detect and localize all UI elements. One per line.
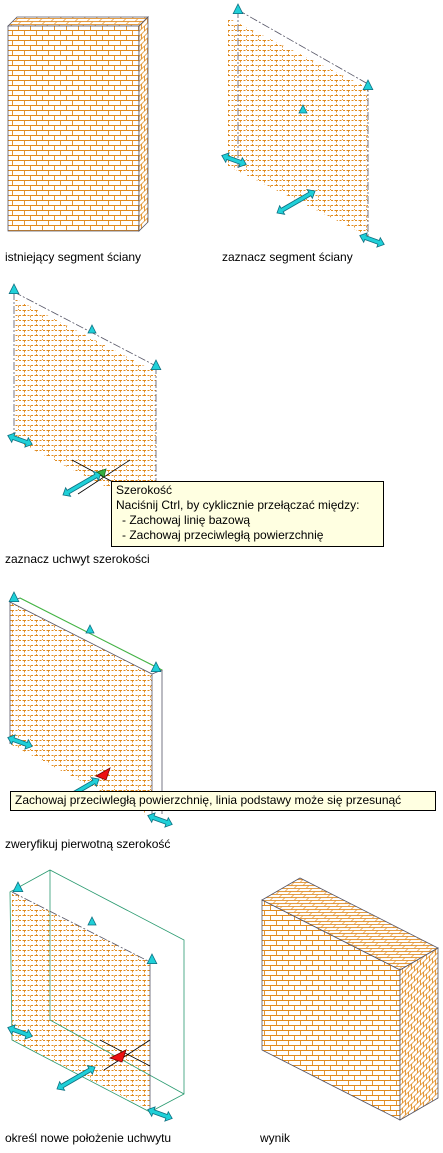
grip-icon-p5-width [56, 1065, 96, 1091]
grip-icon-p4-mid [85, 624, 95, 634]
grip-icon-p4-end [147, 812, 173, 828]
wall-top-edge-dashed [237, 9, 369, 85]
midpoint-grip-icon [298, 104, 308, 114]
caption-result: wynik [260, 1131, 291, 1145]
tooltip-title: Szerokość [116, 483, 173, 497]
grip-icon-p3-top [8, 283, 20, 295]
width-grip-icon [276, 189, 316, 215]
hovered-width-grip-icon [96, 468, 107, 478]
grip-icon-p5-right [146, 953, 158, 964]
top-grip-icon [232, 3, 244, 15]
grip-icon-p3-mid [87, 324, 97, 334]
wall-top-face [7, 16, 149, 27]
wall-dashed-panel4 [10, 602, 152, 818]
tooltip-instruction: Naciśnij Ctrl, by cyklicznie przełączać … [116, 498, 360, 512]
width-grip-tooltip: Szerokość Naciśnij Ctrl, by cyklicznie p… [111, 481, 384, 547]
edge-p5-top [11, 891, 151, 963]
selected-wall-dashed [228, 18, 368, 236]
tooltip-option-keep-baseline: - Zachowaj linię bazową [122, 513, 251, 527]
grip-icon-p3-start [7, 432, 33, 448]
active-width-grip-icon [95, 767, 111, 781]
tooltip-option-keep-opposite-face: - Zachowaj przeciwległą powierzchnię [122, 528, 324, 542]
keep-opposite-face-tooltip: Zachowaj przeciwległą powierzchnię, lini… [10, 791, 436, 811]
grip-icon-p5-top [12, 881, 24, 892]
grip-icon-p5-mid [87, 916, 97, 926]
edge-p3-b [13, 291, 157, 367]
wall-front-face [7, 25, 140, 232]
grip-icon-p4-right [150, 661, 162, 672]
dragged-width-grip-icon [108, 1049, 127, 1063]
top-right-grip-icon [362, 79, 374, 90]
caption-existing-wall-segment: istniejący segment ściany [5, 250, 142, 264]
grip-icon-p5-end [147, 1106, 173, 1122]
end-grip-icon [359, 232, 385, 248]
cursor-crosshair-p5-b [103, 1039, 151, 1071]
result-wall-side-face [399, 947, 439, 1121]
start-grip-icon [221, 152, 247, 168]
caption-specify-new-grip-location: określ nowe położenie uchwytu [5, 1131, 172, 1145]
grip-icon-p4-top [8, 591, 20, 602]
caption-select-width-grip: zaznacz uchwyt szerokości [5, 552, 150, 566]
caption-select-wall-segment: zaznacz segment ściany [222, 250, 353, 264]
wall-dashed-panel3 [14, 298, 156, 512]
caption-verify-original-width: zweryfikuj pierwotną szerokość [5, 837, 171, 851]
grip-icon-p4-start [7, 734, 33, 750]
grip-icon-p3-right [150, 359, 162, 371]
highlighted-opposite-face-edge [19, 597, 163, 671]
wall-side-face [138, 16, 149, 232]
grip-icon-p5-start [7, 1024, 33, 1040]
